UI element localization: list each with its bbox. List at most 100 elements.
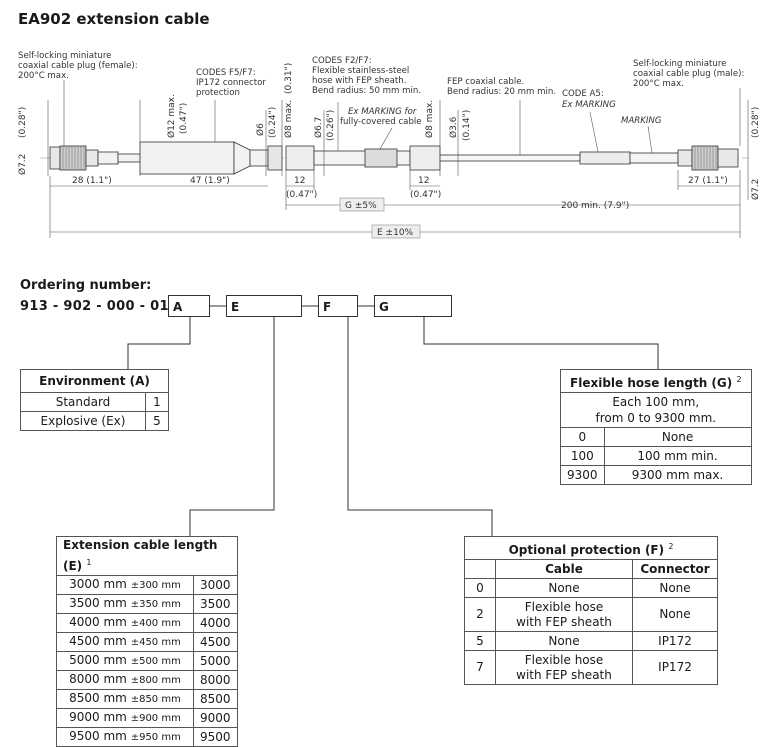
env-label: Standard <box>20 392 146 412</box>
table-row: 9300 9300 mm max. <box>560 465 752 485</box>
env-code: 1 <box>145 392 169 412</box>
table-row: 5 None IP172 <box>464 631 718 651</box>
table-row: 0 None <box>560 427 752 447</box>
male-plug <box>677 145 739 171</box>
cable-drawing: Self-locking miniature coaxial cable plu… <box>17 51 761 239</box>
flexible-hose <box>285 145 441 171</box>
protection-table: Optional protection (F) 2 Cable Connecto… <box>464 536 718 685</box>
ext-tolerance: ±300 mm <box>130 580 181 591</box>
env-code: 5 <box>145 411 169 431</box>
hose-table-footnote: 2 <box>736 374 742 384</box>
len-g: G ±5% <box>345 201 377 211</box>
order-box-f: F <box>318 295 358 317</box>
codes-f5f7-note-3: protection <box>196 88 240 98</box>
dia-36: Ø3.6 <box>448 116 459 138</box>
protection-code: 5 <box>464 631 496 651</box>
dia-67: Ø6.7 <box>313 117 324 138</box>
hose-desc-2: from 0 to 9300 mm. <box>595 411 717 425</box>
ext-table-footnote: 1 <box>86 558 92 567</box>
table-row: Explosive (Ex) 5 <box>20 411 169 431</box>
diameter-dimensions <box>47 100 749 200</box>
ext-tolerance: ±900 mm <box>130 713 181 724</box>
leader-lines <box>63 80 741 155</box>
ext-code: 4000 <box>193 613 238 633</box>
protection-cable-line1: Flexible hose <box>524 652 604 667</box>
protection-cable: None <box>495 631 633 651</box>
plug-female-note-1: Self-locking miniature <box>18 51 111 61</box>
ext-tolerance: ±400 mm <box>130 618 181 629</box>
dia-8-max-a: Ø8 max. <box>283 100 294 138</box>
dia-72-left-inch: (0.28") <box>18 107 28 138</box>
len-12b-inch: (0.47") <box>410 190 441 200</box>
dia-8-max-a-inch: (0.31") <box>284 63 294 94</box>
ext-tolerance: ±950 mm <box>130 732 181 743</box>
ext-code: 8000 <box>193 670 238 690</box>
len-e: E ±10% <box>377 228 414 238</box>
ext-code: 8500 <box>193 689 238 709</box>
code-a5-note-2: Ex MARKING <box>562 100 616 110</box>
ext-length: 5000 mm <box>69 653 127 667</box>
ext-tolerance: ±800 mm <box>130 675 181 686</box>
ext-code: 9500 <box>193 727 238 747</box>
dia-67-inch: (0.26") <box>326 110 336 141</box>
fep-cable <box>439 151 679 165</box>
table-row: Standard 1 <box>20 392 169 412</box>
protection-code: 0 <box>464 578 496 598</box>
plug-male-note-1: Self-locking miniature <box>633 59 726 69</box>
codes-f2f7-note-3: hose with FEP sheath. <box>312 76 406 86</box>
dia-36-inch: (0.14") <box>462 110 472 141</box>
hose-desc-1: Each 100 mm, <box>612 395 700 409</box>
order-box-a: A <box>168 295 210 317</box>
dia-6-inch: (0.24") <box>268 107 278 138</box>
protection-table-footnote: 2 <box>668 541 674 551</box>
dia-12-inch: (0.47") <box>179 103 189 134</box>
protection-connector: IP172 <box>632 631 718 651</box>
ext-length: 9000 mm <box>69 710 127 724</box>
codes-f2f7-note-2: Flexible stainless-steel <box>312 66 409 76</box>
protection-col-cable: Cable <box>495 559 633 579</box>
hose-table-title: Flexible hose length (G) <box>570 375 733 390</box>
ordering-code-prefix: 913 - 902 - 000 - 011 - <box>20 299 189 314</box>
hose-code: 9300 <box>560 465 605 485</box>
marking-label: MARKING <box>621 116 662 126</box>
ext-table-title: Extension cable length (E) <box>63 538 218 573</box>
ext-code: 4500 <box>193 632 238 652</box>
dia-12: Ø12 max. <box>166 94 177 138</box>
dia-72-right-inch: (0.28") <box>751 107 761 138</box>
ip172-sleeve <box>139 141 283 175</box>
plug-female-note-3: 200°C max. <box>18 71 69 81</box>
len-e-box <box>371 224 421 239</box>
protection-connector: None <box>632 597 718 632</box>
ext-code: 3000 <box>193 575 238 595</box>
ext-length: 4000 mm <box>69 615 127 629</box>
protection-cable-line2: with FEP sheath <box>516 667 612 682</box>
ex-marking-note-1: Ex MARKING for <box>348 107 417 117</box>
codes-f2f7-note-1: CODES F2/F7: <box>312 56 372 66</box>
ext-tolerance: ±450 mm <box>130 637 181 648</box>
plug-female-note-2: coaxial cable plug (female): <box>18 61 138 71</box>
protection-code: 7 <box>464 650 496 685</box>
protection-table-title: Optional protection (F) <box>508 542 665 557</box>
table-row: 0 None None <box>464 578 718 598</box>
ext-code: 3500 <box>193 594 238 614</box>
table-row: 100 100 mm min. <box>560 446 752 466</box>
protection-code: 2 <box>464 597 496 632</box>
len-12a-inch: (0.47") <box>286 190 317 200</box>
protection-connector: None <box>632 578 718 598</box>
table-row: 4000 mm ±400 mm 4000 <box>56 613 238 633</box>
female-plug <box>49 145 141 171</box>
len-12b: 12 <box>418 176 429 186</box>
ext-tolerance: ±500 mm <box>130 656 181 667</box>
protection-col-connector: Connector <box>632 559 718 579</box>
ext-length: 9500 mm <box>69 729 127 743</box>
environment-table: Environment (A) Standard 1 Explosive (Ex… <box>20 369 169 431</box>
len-12a: 12 <box>294 176 305 186</box>
environment-table-title: Environment (A) <box>20 369 169 393</box>
